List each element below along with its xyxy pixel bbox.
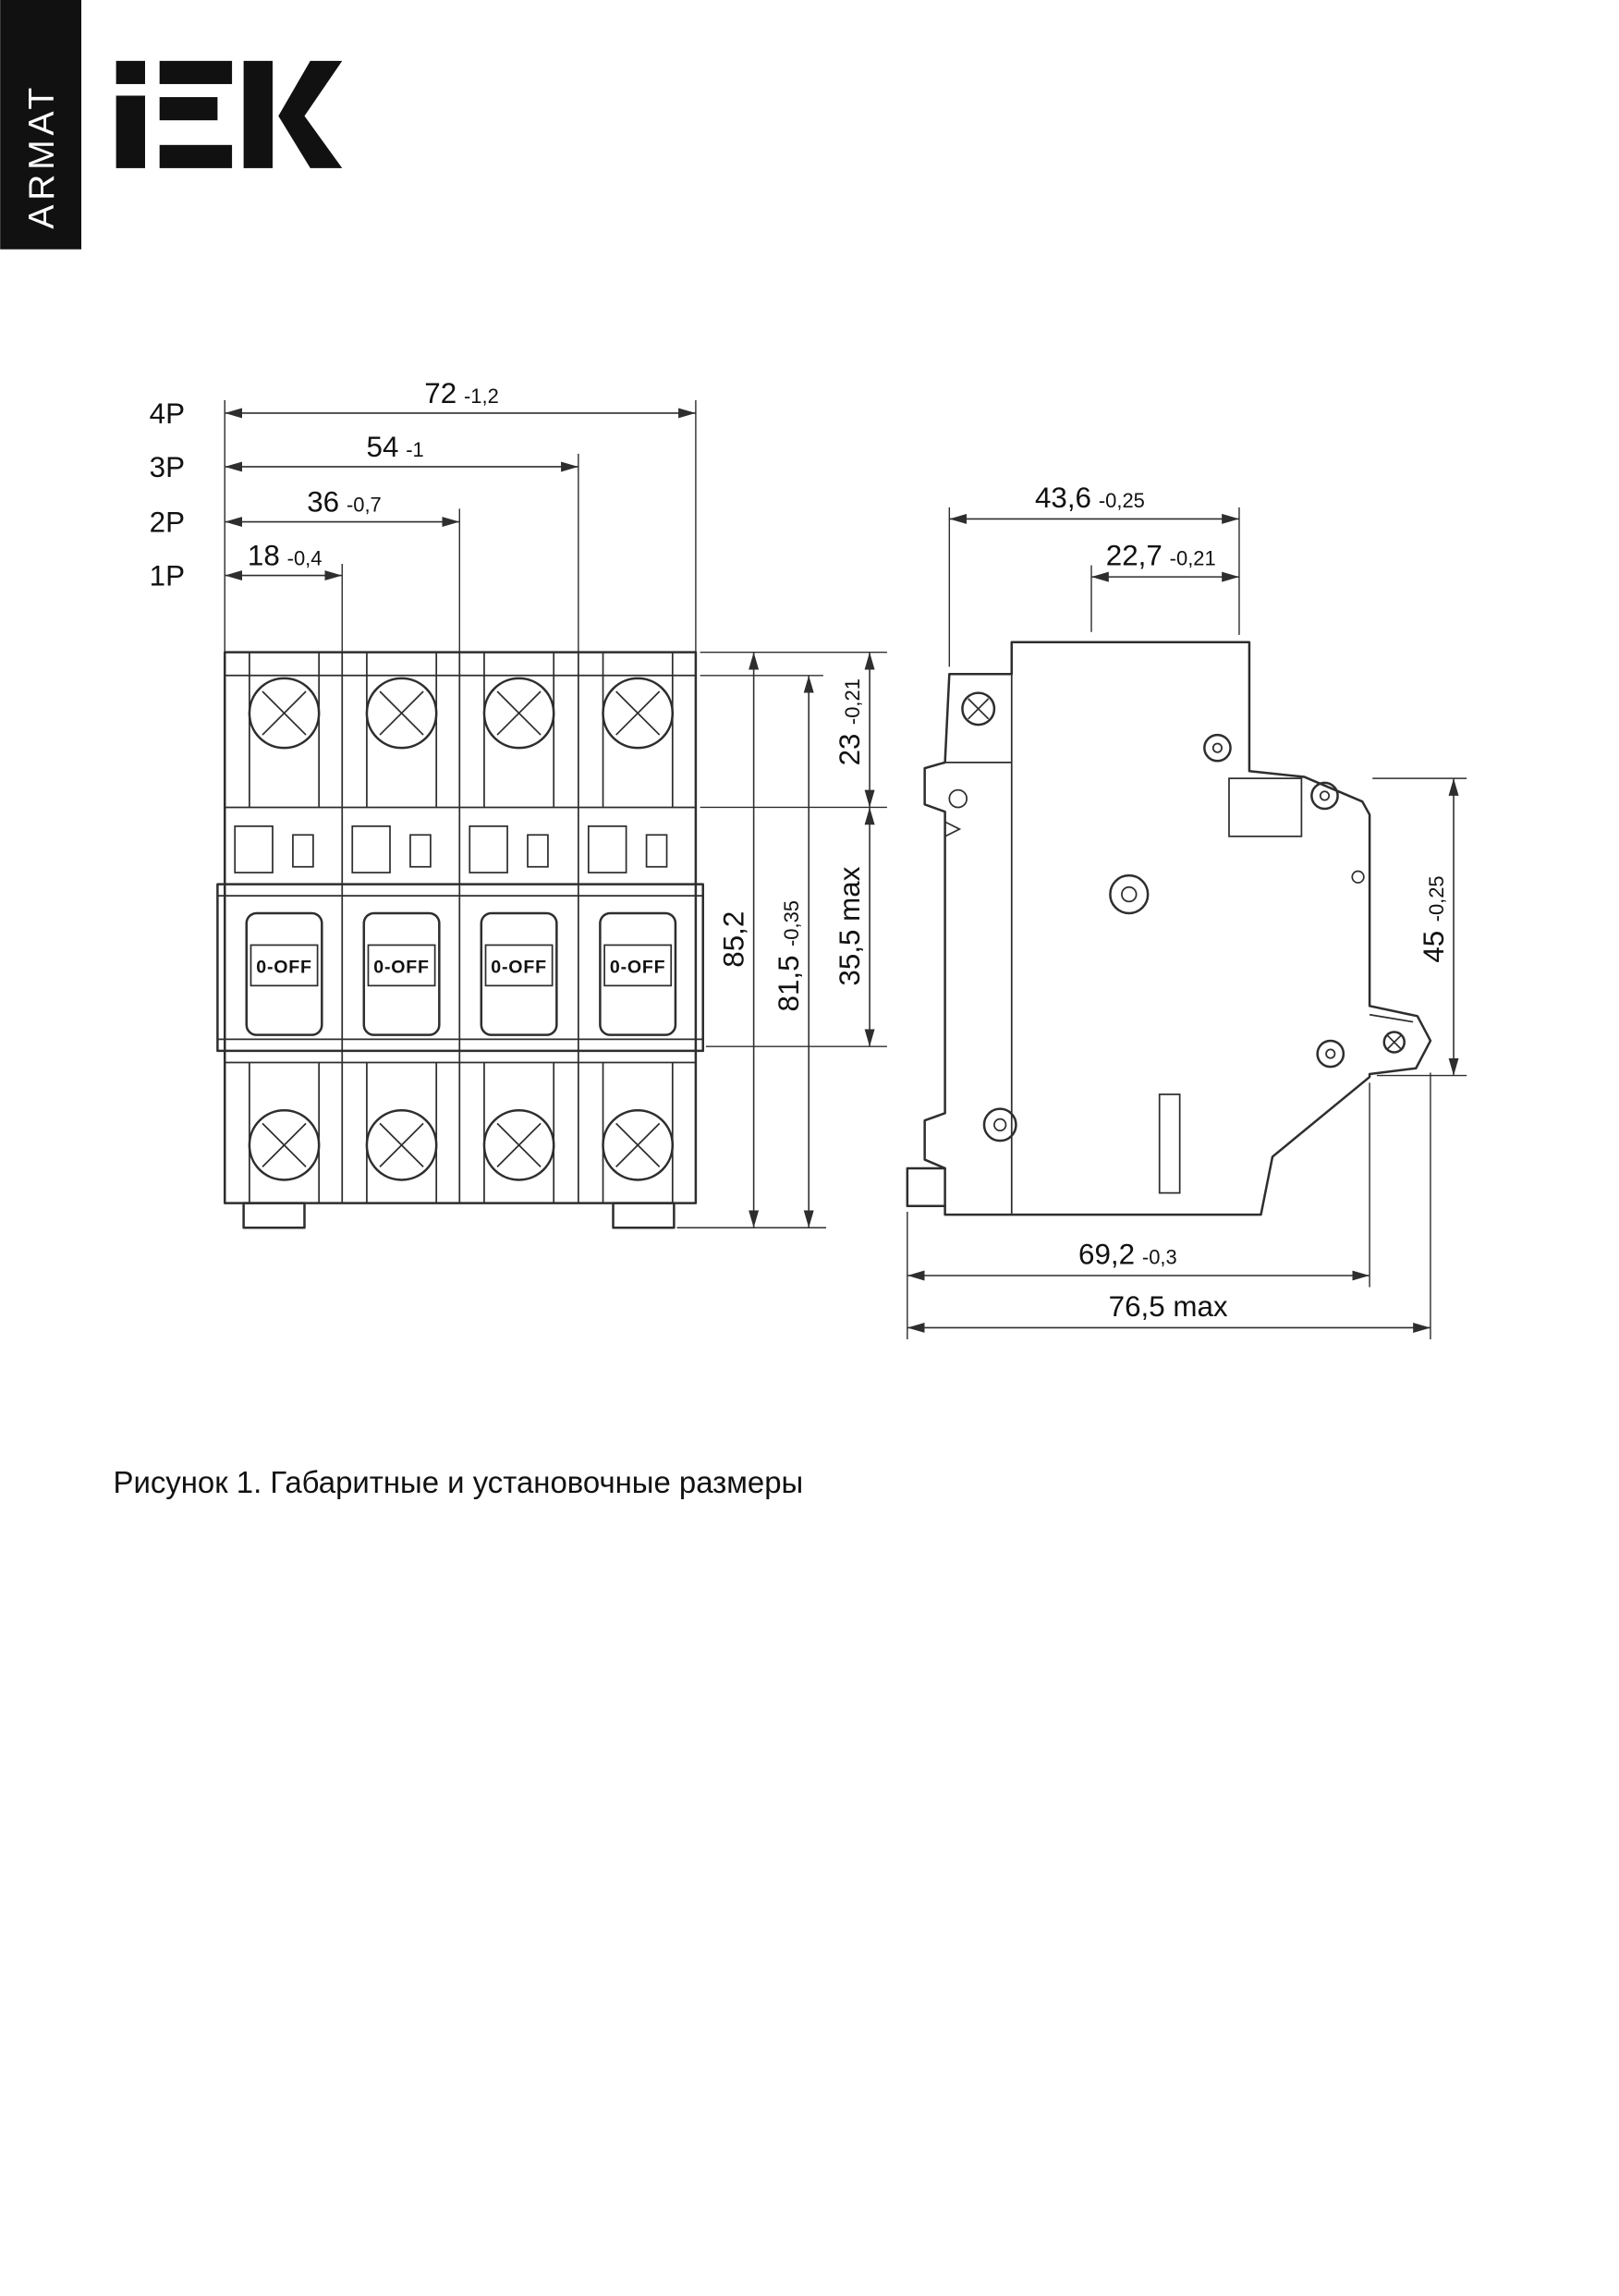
dim-3p-tolerance: -1	[406, 438, 424, 461]
dim-43-6-tolerance: -0,25	[1099, 489, 1145, 512]
figure-caption: Рисунок 1. Габаритные и установочные раз…	[113, 1465, 803, 1499]
dim-4p: 4P 72 -1,2	[150, 377, 696, 430]
dim-22-7-value: 22,7	[1106, 540, 1163, 572]
dim-1p: 1P 18 -0,4	[150, 540, 343, 592]
dim-76-5-value: 76,5 max	[1109, 1290, 1228, 1323]
dim-76-5: 76,5 max	[907, 1290, 1430, 1333]
terminal-screw-top	[961, 691, 996, 727]
dim-3p: 3P 54 -1	[150, 431, 578, 483]
toggle-handle	[480, 911, 558, 1036]
dim-81-5-tolerance: -0,35	[780, 900, 803, 946]
iek-logo-k-lower-arm	[278, 116, 343, 168]
dim-23-tolerance: -0,21	[841, 678, 864, 725]
dim-3p-value: 54	[367, 431, 399, 463]
dim-2p-tolerance: -0,7	[347, 494, 382, 517]
dim-45-value: 45	[1418, 931, 1450, 963]
dim-height-35-5: 35,5 max	[834, 807, 875, 1047]
din-rail-clip	[906, 1166, 946, 1207]
pole-label-1p: 1P	[150, 560, 185, 592]
iek-logo-k-stem	[243, 60, 273, 168]
pole-label-3p: 3P	[150, 451, 185, 483]
dim-height-81-5: 81,5 -0,35	[773, 675, 814, 1228]
side-view-body	[906, 641, 1432, 1216]
dim-69-2-tolerance: -0,3	[1142, 1245, 1177, 1268]
dim-1p-tolerance: -0,4	[287, 547, 323, 570]
toggle-handle	[599, 911, 677, 1036]
brand-sidebar-bar	[0, 0, 81, 250]
dim-height-23: 23 -0,21	[834, 652, 875, 808]
pole-label-2p: 2P	[150, 507, 185, 539]
handle-label: 0-OFF	[491, 957, 547, 977]
front-view-pole-3: 0-OFF	[469, 652, 558, 1203]
front-view: 0-OFF 0-OFF 0-OFF	[150, 377, 887, 1229]
dim-69-2-value: 69,2	[1078, 1238, 1135, 1270]
iek-logo-e-bar-bottom	[159, 144, 233, 168]
rivet-bottom	[982, 1107, 1017, 1142]
front-view-pole-1: 0-OFF	[234, 652, 323, 1203]
dim-2p: 2P 36 -0,7	[150, 486, 460, 539]
iek-logo-e-bar-top	[159, 60, 233, 84]
front-view-width-extensions	[224, 399, 697, 653]
dim-45: 45 -0,25	[1418, 778, 1459, 1076]
rivet-center	[1109, 873, 1150, 915]
dim-2p-value: 36	[307, 486, 339, 519]
dim-43-6: 43,6 -0,25	[949, 482, 1239, 524]
toggle-handle	[362, 911, 441, 1036]
front-view-body	[216, 651, 704, 1229]
dim-85-2-value: 85,2	[718, 911, 750, 968]
dim-69-2: 69,2 -0,3	[907, 1238, 1370, 1281]
dim-23-value: 23	[834, 734, 866, 766]
dim-height-85-2: 85,2	[718, 652, 760, 1228]
handle-label: 0-OFF	[610, 957, 666, 977]
dim-1p-value: 18	[248, 540, 280, 572]
front-view-pole-2: 0-OFF	[351, 652, 441, 1203]
iek-logo-i-stem	[116, 95, 145, 168]
dim-22-7: 22,7 -0,21	[1091, 540, 1239, 582]
front-view-pole-4: 0-OFF	[587, 652, 677, 1203]
dim-43-6-value: 43,6	[1035, 482, 1091, 514]
din-clip-tab-right	[612, 1202, 676, 1229]
din-clip-tab-left	[242, 1202, 306, 1229]
iek-logo-e-bar-mid	[159, 97, 218, 121]
pole-label-4p: 4P	[150, 397, 185, 430]
dim-81-5-value: 81,5	[773, 955, 805, 1011]
brand-sidebar-label: ARMAT	[22, 83, 62, 229]
latch-screw	[1382, 1031, 1406, 1054]
dim-4p-value: 72	[424, 377, 456, 409]
dim-35-5-value: 35,5 max	[834, 866, 866, 985]
iek-logo-k-upper-arm	[278, 60, 343, 116]
toggle-handle	[245, 911, 323, 1036]
front-view-height-extensions	[676, 651, 887, 1228]
iek-logo-i-dot	[116, 60, 145, 84]
side-view: 43,6 -0,25 22,7 -0,21 45 -0,25 69,2 -0,3…	[906, 482, 1467, 1339]
dim-22-7-tolerance: -0,21	[1170, 547, 1216, 570]
handle-label: 0-OFF	[256, 957, 312, 977]
handle-label: 0-OFF	[373, 957, 430, 977]
brand-sidebar: ARMAT	[0, 0, 81, 250]
dim-4p-tolerance: -1,2	[464, 385, 499, 408]
dim-45-tolerance: -0,25	[1425, 875, 1448, 922]
iek-logo	[116, 60, 343, 168]
